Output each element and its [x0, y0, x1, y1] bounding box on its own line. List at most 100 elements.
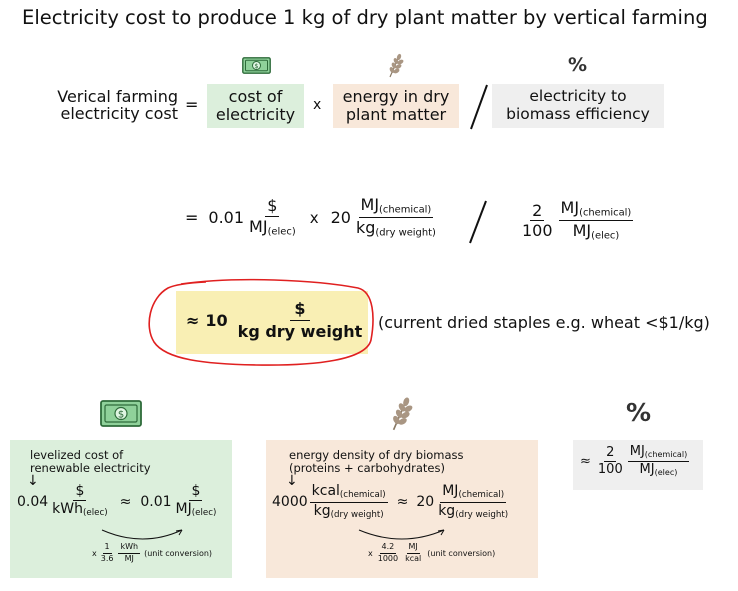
energy-v2: 20 — [416, 494, 435, 511]
elec-conv-frac-2: kWh MJ — [118, 542, 141, 564]
energy-conversion-note: x 4.2 1000 MJ kcal (unit conversion) — [368, 542, 496, 564]
energy-panel — [266, 440, 538, 578]
page-title: Electricity cost to produce 1 kg of dry … — [22, 6, 708, 29]
result-note: (current dried staples e.g. wheat <$1/kg… — [378, 313, 710, 332]
formula-energy-den: kg — [355, 218, 376, 238]
energy-conv-n1: 4.2 — [379, 542, 397, 554]
result-fraction: $ kg dry weight — [234, 300, 367, 340]
elec-conversion-row: 0.04 $ kWh(elec) ≈ 0.01 $ MJ (elec) — [17, 483, 218, 519]
formula-cost-value: 0.01 — [208, 208, 245, 228]
elec-label-line-2: renewable electricity — [30, 461, 151, 476]
formula-energy-value: 20 — [330, 208, 351, 228]
energy-v1-num-sub: (chemical) — [339, 490, 386, 501]
lhs-line-2: electricity cost — [60, 104, 179, 124]
energy-v2-den: kg — [438, 502, 456, 519]
elec-curve-arrow — [101, 529, 183, 540]
result-den: kg dry weight — [237, 321, 363, 341]
elec-v1-den-sub: (elec) — [83, 508, 108, 519]
svg-text:$: $ — [254, 62, 258, 70]
elec-v1-num: $ — [73, 483, 87, 502]
wheat-icon-large — [392, 397, 413, 431]
elec-conv-n2: kWh — [118, 542, 141, 554]
cost-line-1: cost of — [228, 86, 283, 106]
lhs-line-1: Verical farming — [57, 87, 178, 106]
energy-conv-n2: MJ — [406, 542, 420, 554]
energy-conv-note: (unit conversion) — [427, 548, 496, 558]
money-icon: $ — [242, 57, 271, 74]
energy-line-2: plant matter — [345, 105, 447, 124]
eff-line-1: electricity to — [529, 87, 627, 106]
formula-eff-num: 2 — [530, 200, 545, 222]
energy-v1-den-sub: (dry weight) — [330, 509, 384, 520]
formula-equals: = — [185, 208, 199, 228]
svg-text:$: $ — [118, 409, 124, 420]
formula-divide-slash — [469, 200, 487, 244]
elec-v2-den: MJ — [175, 501, 192, 518]
lhs-label: Verical farming electricity cost — [48, 88, 178, 123]
formula-eff-unit-den: MJ — [572, 221, 592, 241]
elec-conv-x: x — [92, 548, 97, 558]
result-circle — [148, 278, 374, 366]
money-icon-large: $ — [100, 400, 142, 427]
eff-unit-fraction: MJ(chemical) MJ(elec) — [627, 444, 690, 478]
energy-v1-den: kg — [313, 502, 331, 519]
formula-row: = 0.01 $ MJ(elec) x 20 MJ(chemical) kg(d… — [185, 196, 438, 240]
energy-conv-frac-1: 4.2 1000 — [376, 542, 400, 564]
formula-energy-num: MJ — [360, 195, 380, 214]
elec-conv-n1: 1 — [102, 542, 112, 554]
energy-conv-d1: 1000 — [377, 553, 399, 563]
energy-approx: ≈ — [396, 494, 409, 511]
energy-curve-arrow — [358, 529, 445, 540]
elec-conv-d2: MJ — [124, 553, 134, 563]
energy-panel-label: energy density of dry biomass (proteins … — [289, 448, 464, 476]
result-approx: ≈ — [186, 310, 200, 330]
energy-down-arrow: ↓ — [286, 473, 298, 489]
energy-v2-num: MJ — [442, 483, 459, 499]
efficiency-expression: ≈ 2 100 MJ(chemical) MJ(elec) — [580, 444, 690, 478]
formula-energy-fraction: MJ(chemical) kg(dry weight) — [354, 196, 438, 240]
efficiency-panel — [573, 440, 703, 490]
elec-conversion-note: x 1 3.6 kWh MJ (unit conversion) — [92, 542, 212, 564]
eff-unit-den-sub: (elec) — [654, 467, 678, 477]
elec-conv-frac-1: 1 3.6 — [99, 542, 116, 564]
times-sign: x — [313, 97, 322, 113]
energy-label-line-2: (proteins + carbohydrates) — [289, 461, 445, 476]
elec-v1: 0.04 — [17, 493, 49, 510]
energy-conversion-row: 4000 kcal(chemical) kg(dry weight) ≈ 20 … — [272, 483, 510, 520]
elec-v2: 0.01 — [140, 493, 172, 510]
elec-v2-num: $ — [189, 483, 203, 502]
energy-line-1: energy in dry — [342, 86, 450, 106]
electricity-panel — [10, 440, 232, 578]
energy-conv-d2: kcal — [405, 553, 422, 563]
cost-line-2: electricity — [215, 105, 296, 124]
eff-unit-num-sub: (chemical) — [644, 450, 688, 459]
result-expression: ≈ 10 $ kg dry weight — [186, 300, 366, 340]
elec-v1-den: kWh — [52, 501, 83, 518]
result-num: $ — [290, 300, 310, 321]
formula-cost-den: MJ — [249, 216, 268, 236]
elec-approx: ≈ — [119, 493, 132, 510]
energy-v2-den-sub: (dry weight) — [455, 509, 509, 520]
energy-v2-fraction: MJ(chemical) kg(dry weight) — [436, 483, 510, 520]
energy-v1: 4000 — [272, 494, 308, 511]
formula-times: x — [309, 208, 319, 227]
result-highlight — [176, 291, 368, 354]
elec-v1-fraction: $ kWh(elec) — [50, 483, 109, 519]
equals-sign: = — [185, 95, 199, 114]
formula-eff-den: 100 — [522, 221, 553, 241]
formula-eff-unit-num: MJ — [560, 198, 580, 217]
percent-icon-large: % — [626, 398, 652, 427]
result-value: 10 — [205, 310, 228, 330]
energy-v1-num: kcal — [311, 483, 340, 499]
eff-fraction: 2 100 — [596, 445, 625, 478]
elec-conv-d1: 3.6 — [100, 553, 114, 563]
formula-eff-unit-fraction: MJ(chemical) MJ(elec) — [558, 198, 634, 243]
formula-energy-den-sub: (dry weight) — [375, 227, 436, 239]
energy-conv-frac-2: MJ kcal — [403, 542, 423, 564]
elec-down-arrow: ↓ — [27, 473, 39, 489]
energy-label-line-1: energy density of dry biomass — [289, 448, 464, 462]
formula-energy-num-sub: (chemical) — [379, 204, 432, 216]
energy-conv-x: x — [368, 548, 373, 558]
